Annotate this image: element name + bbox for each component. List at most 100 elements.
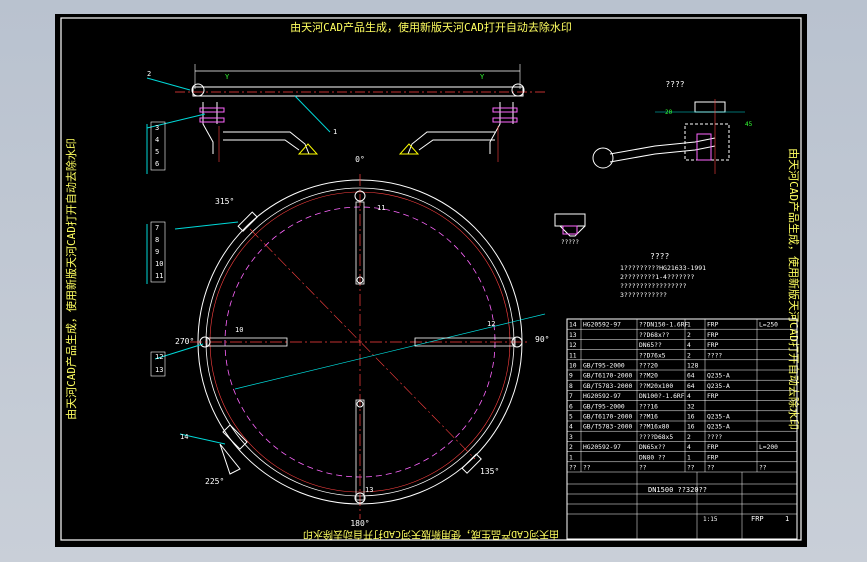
bom-cell: ?? [687,465,695,472]
bom-cell: HG20592-97 [583,444,621,451]
bom-cell: ?? [707,465,715,472]
bom-cell: FRP [707,322,719,329]
note-line: 2????????1-4??????? [620,273,694,281]
callout-number: 9 [155,248,159,256]
bom-cell: GB/T95-2000 [583,363,625,370]
bom-cell: 2 [569,444,573,451]
angle-90: 90° [535,335,549,344]
bom-cell: DN100?-1.6RF [639,393,685,400]
bom-cell: L=250 [759,322,778,329]
bom-cell: ?? [759,465,767,472]
bom-cell: 4 [687,342,691,349]
bom-cell: ??M16 [639,414,658,421]
watermark-top: 由天河CAD产品生成，使用新版天河CAD打开自动去除水印 [290,20,572,34]
callout-number: 3 [155,124,159,132]
callout-number: 5 [155,148,159,156]
bom-cell: 9 [569,373,573,380]
callout-number: 13 [155,366,163,374]
detail-view-a: ???? 20 45 [592,80,753,174]
bom-cell: 6 [569,403,573,410]
callout-number: 2 [147,70,151,78]
angle-180: 180° [350,519,369,528]
bom-cell: ?? [583,465,591,472]
bom-cell: FRP [707,342,719,349]
drawing-canvas[interactable]: 由天河CAD产品生成，使用新版天河CAD打开自动去除水印 由天河CAD产品生成，… [55,14,807,547]
bom-cell: 16 [687,414,695,421]
angle-315: 315° [215,197,234,206]
bom-cell: ??M20x100 [639,383,673,390]
angle-0: 0° [355,155,365,164]
callout-number: 4 [155,136,159,144]
bom-cell: 13 [569,332,577,339]
drawing-name: DN1500 ??320?? [648,486,707,494]
title-block: DN1500 ??320?? 1:15 FRP 1 [648,486,789,523]
bom-cell: ???? [707,434,722,441]
bom-cell: FRP [707,393,719,400]
callout-number: 1 [333,128,337,136]
bom-cell: GB/T95-2000 [583,403,625,410]
bom-cell: 1 [569,454,573,461]
angle-135: 135° [480,467,499,476]
angle-225: 225° [205,477,224,486]
callout-number: 11 [155,272,163,280]
svg-text:?????: ????? [561,239,579,246]
technical-notes: ???? 1?????????HG21633-1991 2????????1-4… [620,252,706,299]
svg-text:Y: Y [480,73,485,81]
bom-cell: 16 [687,424,695,431]
bom-cell: ??D68x?? [639,332,670,339]
callout-number: 6 [155,160,159,168]
bom-cell: 32 [687,403,695,410]
bom-cell: FRP [707,454,719,461]
callout-number: 7 [155,224,159,232]
bom-cell: GB/T5783-2000 [583,383,632,390]
watermark-left: 由天河CAD产品生成，使用新版天河CAD打开自动去除水印 [64,138,78,420]
drawing-sheet-no: 1 [785,515,789,523]
bom-cell: GB/T6170-2000 [583,414,632,421]
bom-cell: 3 [569,434,573,441]
detail-view-b: ????? [554,213,586,246]
bom-cell: 8 [569,383,573,390]
bom-cell: DN80 ?? [639,454,666,461]
bom-cell: ????D68x5 [639,434,673,441]
bom-cell: Q235-A [707,383,730,390]
part-mark: 12 [487,320,495,328]
bom-cell: ???20 [639,363,658,370]
note-line: ????????????????? [620,282,687,290]
bom-cell: 4 [569,424,573,431]
bom-cell: 2 [687,352,691,359]
bom-cell: HG20592-97 [583,322,621,329]
bom-cell: DN65x?? [639,444,666,451]
svg-text:20: 20 [665,109,673,116]
bom-cell: ?? [569,465,577,472]
bom-cell: L=200 [759,444,778,451]
bom-cell: ??DN150-1.6RF [639,322,688,329]
elevation-view: Y Y [175,64,545,162]
bom-cell: 1 [687,322,691,329]
callout-number: 12 [155,353,163,361]
part-mark: 10 [235,326,243,334]
bom-cell: 128 [687,363,699,370]
leader-callouts: 2 3 4 5 6 7 8 9 10 11 12 13 14 1 [146,70,337,445]
watermark-bottom: 由天河CAD产品生成，使用新版天河CAD打开自动去除水印 [303,528,559,541]
notes-title: ???? [650,252,669,261]
note-line: 1?????????HG21633-1991 [620,264,706,272]
bom-cell: 64 [687,373,695,380]
bom-cell: Q235-A [707,414,730,421]
part-mark: 11 [377,204,385,212]
plan-view: 0° 180° 270° 90° 315° 225° 135° 11 12 13… [175,155,549,528]
drawing-sheet[interactable]: 由天河CAD产品生成，使用新版天河CAD打开自动去除水印 由天河CAD产品生成，… [55,14,807,547]
bom-cell: ?? [639,465,647,472]
bom-cell: GB/T6170-2000 [583,373,632,380]
bom-cell: 4 [687,393,691,400]
svg-text:45: 45 [745,121,753,128]
bom-cell: GB/T5783-2000 [583,424,632,431]
bom-cell: 7 [569,393,573,400]
part-mark: 13 [365,486,373,494]
watermark-right: 由天河CAD产品生成，使用新版天河CAD打开自动去除水印 [787,148,801,430]
drawing-border [60,17,802,541]
bom-cell: Q235-A [707,373,730,380]
bom-cell: ???? [707,352,722,359]
bom-cell: ??M16x80 [639,424,670,431]
bom-cell: FRP [707,444,719,451]
